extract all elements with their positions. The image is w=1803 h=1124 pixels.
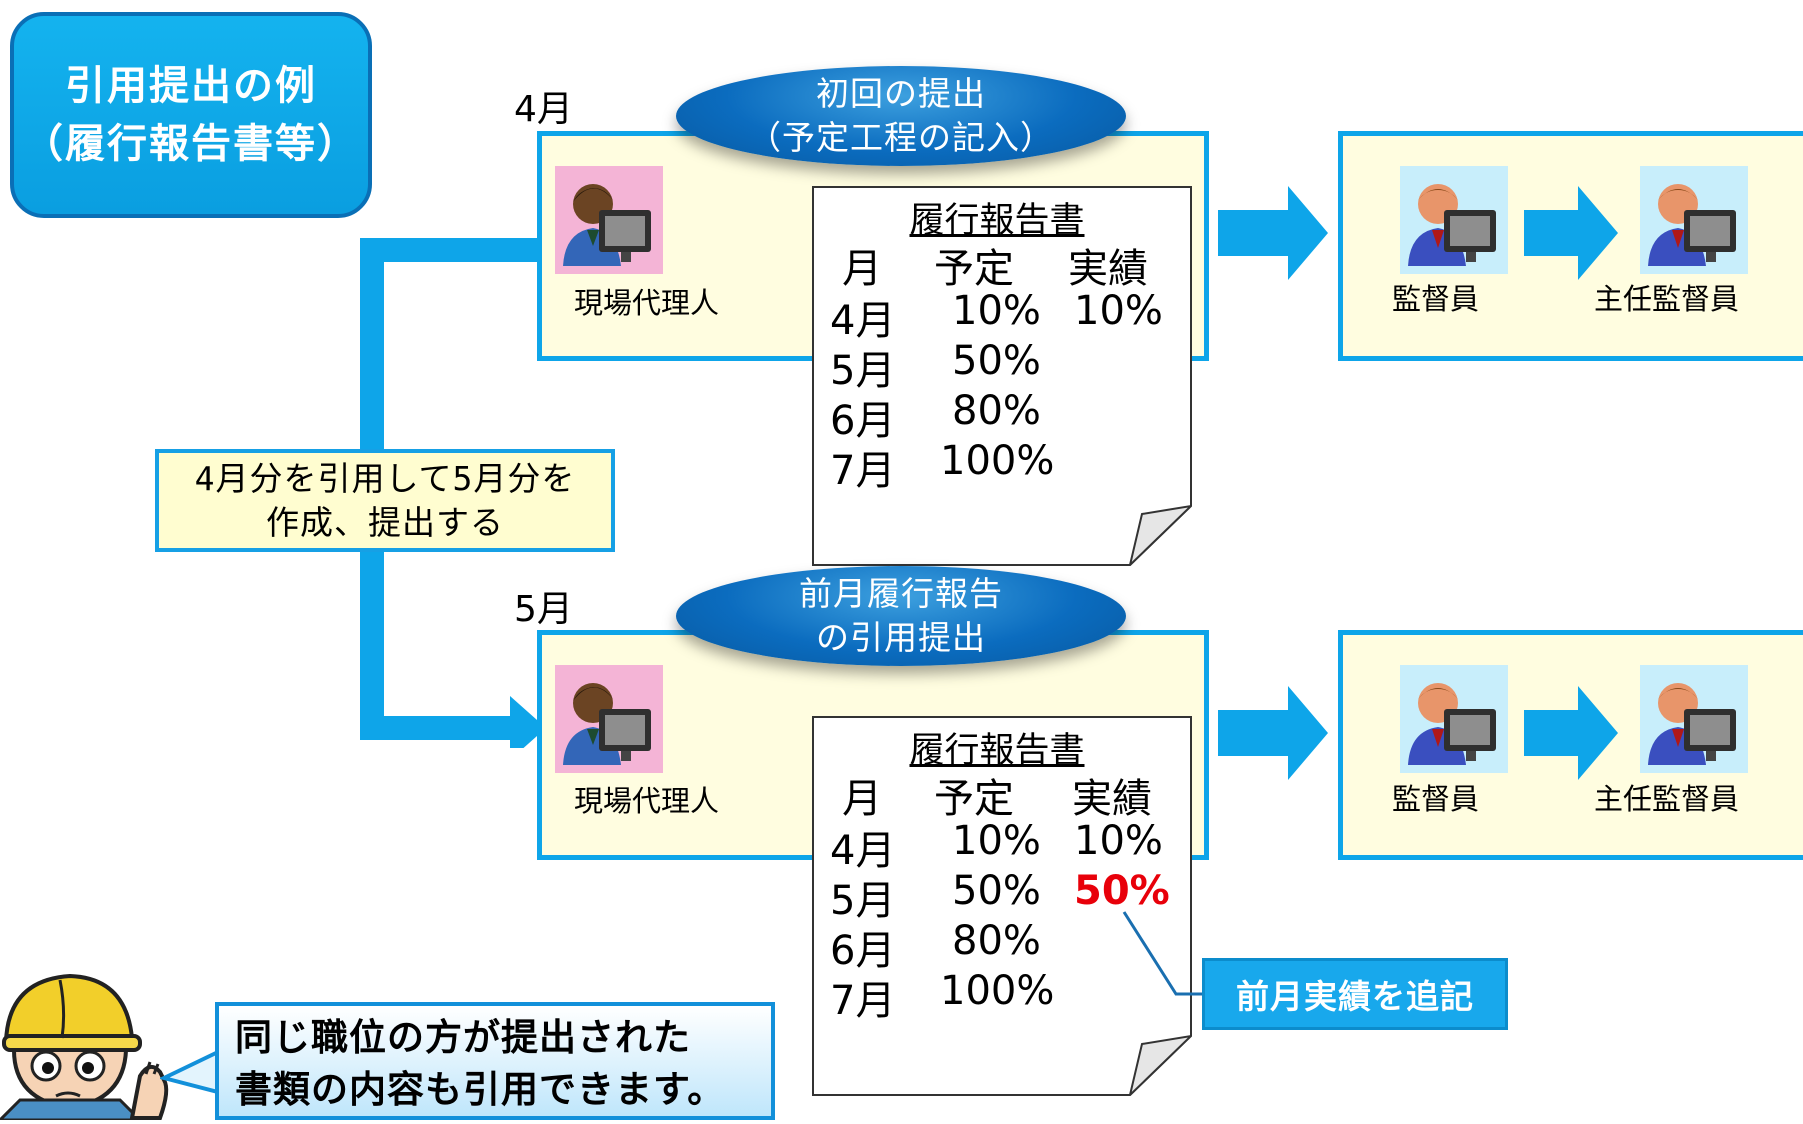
ellipse-line-1: 初回の提出 bbox=[816, 74, 986, 113]
cell-plan: 10% bbox=[952, 288, 1041, 334]
col-header-actual: 実績 bbox=[1072, 776, 1152, 822]
quote-note-line-1: 4月分を引用して5月分を bbox=[194, 458, 576, 498]
cell-month: 4月 bbox=[830, 828, 896, 874]
report-title: 履行報告書 bbox=[909, 731, 1085, 771]
annotation-box: 前月実績を追記 bbox=[1202, 958, 1508, 1030]
month-label-may: 5月 bbox=[514, 589, 573, 630]
chief-supervisor-avatar-icon bbox=[1640, 166, 1748, 274]
worker-mascot-icon bbox=[0, 950, 175, 1124]
report-title: 履行報告書 bbox=[909, 201, 1085, 241]
cell-actual-highlighted: 50% bbox=[1074, 868, 1170, 914]
flow-arrow-right-icon bbox=[1218, 186, 1328, 280]
cell-plan: 100% bbox=[940, 438, 1055, 484]
quote-note-line-2: 作成、提出する bbox=[266, 502, 504, 542]
reviewer-arrow-right-icon bbox=[1524, 186, 1618, 280]
ellipse-line-2: の引用提出 bbox=[816, 618, 986, 657]
cell-plan: 50% bbox=[952, 338, 1041, 384]
title-line-2: （履行報告書等） bbox=[23, 121, 359, 167]
diagram-title: 引用提出の例 （履行報告書等） bbox=[10, 12, 372, 218]
reviewer-arrow-right-icon bbox=[1524, 686, 1618, 780]
cell-month: 7月 bbox=[830, 448, 896, 494]
annotation-pointer-line bbox=[1122, 911, 1206, 996]
cell-month: 4月 bbox=[830, 298, 896, 344]
cell-plan: 80% bbox=[952, 388, 1041, 434]
flow-arrow-right-icon bbox=[1218, 686, 1328, 780]
cell-month: 5月 bbox=[830, 348, 896, 394]
speech-line-2: 書類の内容も引用できます。 bbox=[235, 1068, 726, 1111]
chief-supervisor-avatar-icon bbox=[1640, 665, 1748, 773]
col-header-actual: 実績 bbox=[1068, 246, 1148, 292]
ellipse-line-1: 前月履行報告 bbox=[799, 574, 1003, 613]
title-line-1: 引用提出の例 bbox=[65, 63, 317, 109]
ellipse-line-2: （予定工程の記入） bbox=[748, 118, 1054, 157]
reviewer-label: 監督員 bbox=[1392, 782, 1480, 816]
col-header-plan: 予定 bbox=[934, 776, 1014, 822]
cell-plan: 50% bbox=[952, 868, 1041, 914]
col-header-plan: 予定 bbox=[934, 246, 1014, 292]
month-label-april: 4月 bbox=[514, 89, 573, 130]
report-document-april: 履行報告書 月 予定 実績 4月 10% 10% 5月 50% 6月 80% 7… bbox=[812, 186, 1192, 566]
submitter-label: 現場代理人 bbox=[574, 784, 720, 818]
site-agent-avatar-icon bbox=[555, 665, 663, 773]
col-header-month: 月 bbox=[842, 776, 882, 822]
cell-plan: 80% bbox=[952, 918, 1041, 964]
quote-note-box: 4月分を引用して5月分を 作成、提出する bbox=[155, 449, 615, 552]
reviewer-label: 監督員 bbox=[1392, 282, 1480, 316]
speech-bubble: 同じ職位の方が提出された 書類の内容も引用できます。 bbox=[215, 1002, 775, 1120]
speech-bubble-tail bbox=[160, 1048, 222, 1095]
reviewer-label: 主任監督員 bbox=[1594, 782, 1740, 816]
submitter-label: 現場代理人 bbox=[574, 286, 720, 320]
speech-line-1: 同じ職位の方が提出された bbox=[235, 1016, 691, 1059]
col-header-month: 月 bbox=[842, 246, 882, 292]
cell-month: 7月 bbox=[830, 978, 896, 1024]
supervisor-avatar-icon bbox=[1400, 665, 1508, 773]
stage-ellipse-initial: 初回の提出 （予定工程の記入） bbox=[676, 66, 1126, 166]
cell-plan: 100% bbox=[940, 968, 1055, 1014]
cell-month: 6月 bbox=[830, 928, 896, 974]
stage-ellipse-quoted: 前月履行報告 の引用提出 bbox=[676, 566, 1126, 666]
site-agent-avatar-icon bbox=[555, 166, 663, 274]
reviewer-label: 主任監督員 bbox=[1594, 282, 1740, 316]
report-document-may: 履行報告書 月 予定 実績 4月 10% 10% 5月 50% 50% 6月 8… bbox=[812, 716, 1192, 1096]
cell-month: 6月 bbox=[830, 398, 896, 444]
cell-actual: 10% bbox=[1074, 818, 1163, 864]
cell-month: 5月 bbox=[830, 878, 896, 924]
cell-actual: 10% bbox=[1074, 288, 1163, 334]
supervisor-avatar-icon bbox=[1400, 166, 1508, 274]
cell-plan: 10% bbox=[952, 818, 1041, 864]
